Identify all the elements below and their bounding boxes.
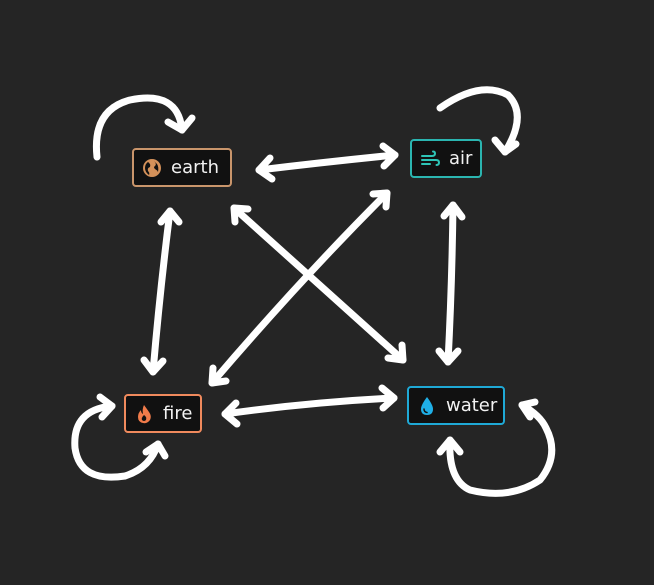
- arrow-air-fire: [208, 189, 391, 387]
- arrow-fire-water: [221, 384, 398, 428]
- arrow-earth-air: [255, 142, 399, 183]
- self-loop-water: [436, 398, 556, 497]
- globe-icon: [142, 158, 162, 178]
- node-fire[interactable]: fire: [124, 394, 202, 433]
- self-loop-air: [436, 86, 521, 156]
- arrow-earth-fire: [140, 207, 183, 376]
- node-water[interactable]: water: [407, 386, 505, 425]
- wind-icon: [420, 149, 440, 169]
- node-earth[interactable]: earth: [132, 148, 232, 187]
- arrow-earth-water: [230, 204, 407, 364]
- node-air[interactable]: air: [410, 139, 482, 178]
- droplet-icon: [417, 396, 437, 416]
- node-label-fire: fire: [163, 403, 193, 424]
- node-label-air: air: [449, 148, 473, 169]
- node-label-earth: earth: [171, 157, 219, 178]
- flame-icon: [134, 404, 154, 424]
- self-loop-fire: [71, 393, 169, 481]
- node-label-water: water: [446, 395, 498, 416]
- arrow-air-water: [435, 201, 466, 366]
- self-loop-earth: [92, 94, 196, 161]
